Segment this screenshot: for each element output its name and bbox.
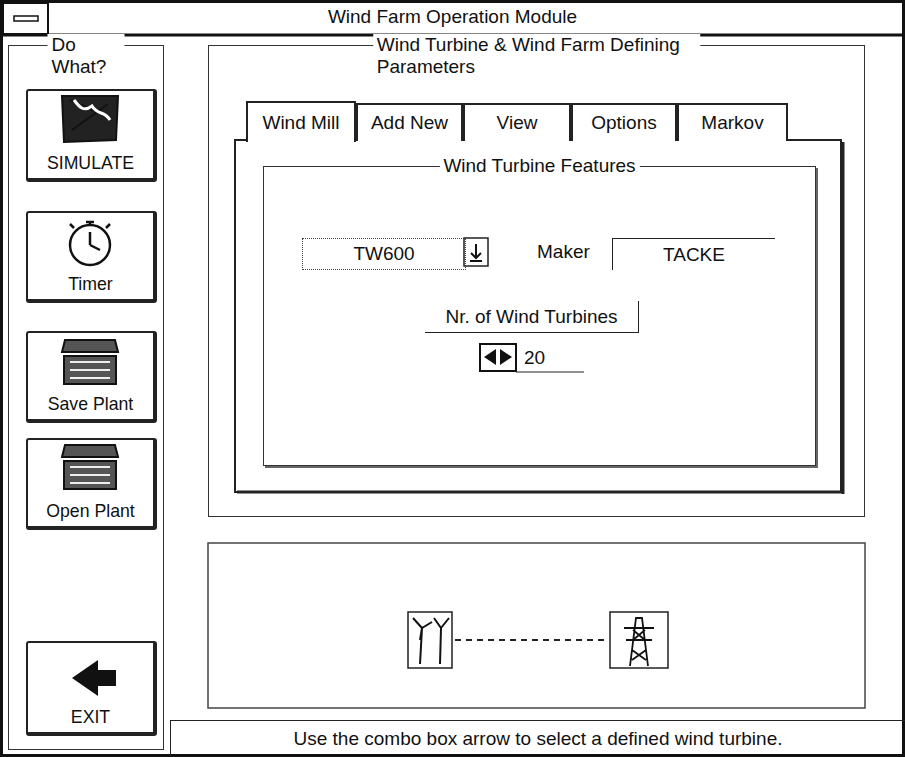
window-title: Wind Farm Operation Module bbox=[0, 6, 905, 28]
wind-turbine-icon bbox=[408, 612, 452, 668]
combo-arrow-button bbox=[464, 238, 488, 266]
tab-label: Markov bbox=[701, 112, 763, 134]
tab: View bbox=[463, 103, 571, 141]
tab: Options bbox=[571, 103, 677, 141]
timer-button: Timer bbox=[26, 211, 157, 303]
features-group: Wind Turbine FeaturesTW600MakerTACKENr. … bbox=[263, 166, 816, 466]
combo-arrow bbox=[470, 244, 482, 261]
exit-button: EXIT bbox=[26, 641, 157, 736]
button-label: Timer bbox=[28, 274, 153, 295]
spinner-underline bbox=[516, 372, 584, 373]
simulate-icon bbox=[62, 96, 118, 142]
tab: Markov bbox=[677, 103, 788, 141]
turbine-count: 20 bbox=[520, 344, 584, 372]
tab-label: View bbox=[497, 112, 538, 134]
spinner-arrows bbox=[484, 349, 512, 365]
count-label: Nr. of Wind Turbines bbox=[425, 301, 639, 333]
spinner-button bbox=[480, 344, 516, 371]
open-plant-icon-detail bbox=[70, 467, 110, 483]
combo-value: TW600 bbox=[353, 243, 414, 265]
plant-panel bbox=[208, 543, 865, 708]
grid-link bbox=[455, 639, 608, 641]
field-value: TACKE bbox=[612, 238, 775, 270]
exit-arrow-icon bbox=[72, 660, 116, 696]
group-title: Wind Turbine & Wind Farm Defining Parame… bbox=[373, 34, 701, 78]
tab-label: Add New bbox=[371, 112, 448, 134]
system-menu-box bbox=[3, 3, 48, 34]
button-label: Save Plant bbox=[28, 394, 153, 415]
tab: Add New bbox=[356, 103, 463, 141]
status-text: Use the combo box arrow to select a defi… bbox=[294, 728, 783, 750]
maker-field: Maker TACKE bbox=[537, 238, 775, 270]
tab: Wind Mill bbox=[246, 101, 356, 142]
simulate-icon-detail bbox=[74, 100, 110, 120]
transmission-tower-icon bbox=[610, 612, 668, 668]
timer-hands bbox=[70, 222, 110, 250]
system-menu-dash bbox=[14, 16, 38, 21]
open-plant-button: Open Plant bbox=[26, 438, 157, 530]
tab-page-shadow bbox=[237, 491, 843, 494]
tab-label: Options bbox=[591, 112, 656, 134]
tab-page-shadow bbox=[842, 142, 845, 494]
parameters-group: Wind Turbine & Wind Farm Defining Parame… bbox=[208, 45, 865, 517]
open-plant-icon bbox=[62, 445, 118, 489]
spin-value: 20 bbox=[524, 347, 545, 368]
group-title: Do What? bbox=[48, 34, 125, 78]
simulate-button: SIMULATE bbox=[26, 89, 157, 182]
tab-label: Wind Mill bbox=[262, 112, 339, 134]
button-label: Open Plant bbox=[28, 501, 153, 522]
field-label: Maker bbox=[537, 241, 590, 263]
button-label: EXIT bbox=[28, 707, 153, 728]
turbine-combo-box: TW600 bbox=[302, 238, 466, 270]
command-group: Do What?SIMULATETimerSave PlantOpen Plan… bbox=[8, 45, 164, 750]
group-title: Wind Turbine Features bbox=[439, 155, 639, 177]
tab-page bbox=[235, 140, 841, 492]
turbine-blades bbox=[413, 618, 449, 664]
save-plant-icon-detail bbox=[70, 362, 110, 378]
label-text: Nr. of Wind Turbines bbox=[445, 306, 617, 328]
save-plant-button: Save Plant bbox=[26, 331, 157, 423]
button-label: SIMULATE bbox=[28, 153, 153, 174]
save-plant-icon bbox=[62, 340, 118, 384]
status-bar: Use the combo box arrow to select a defi… bbox=[170, 720, 905, 757]
tower-lattice bbox=[624, 618, 654, 666]
